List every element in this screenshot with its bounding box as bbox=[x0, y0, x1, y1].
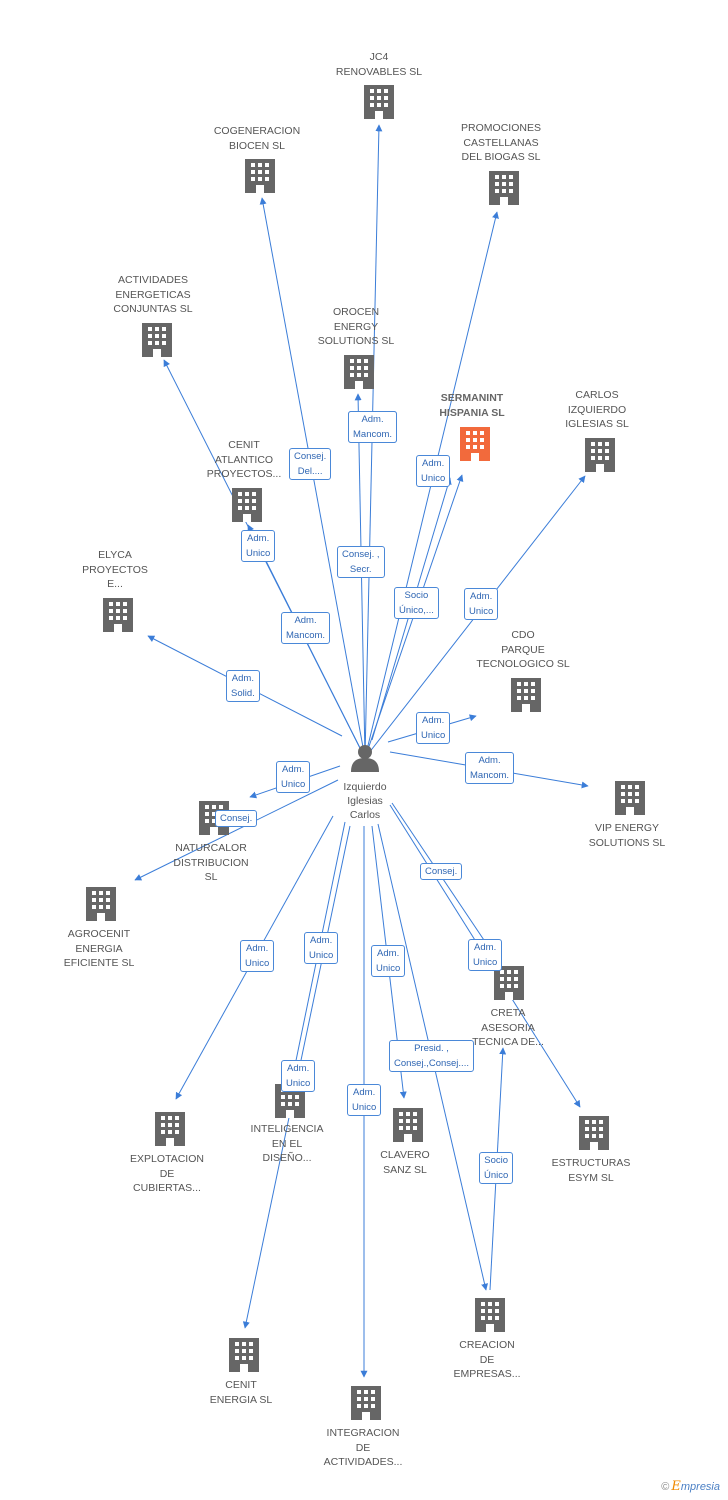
relation-label-cdo: Adm.Unico bbox=[416, 712, 451, 744]
building-icon-elyca[interactable] bbox=[103, 598, 133, 632]
relation-label-explotacion: Adm.Unico bbox=[240, 940, 275, 972]
relation-label-integracion: Adm.Unico bbox=[347, 1084, 382, 1116]
empresia-logo: ©Empresia bbox=[661, 1479, 720, 1494]
building-icon-orocen[interactable] bbox=[344, 355, 374, 389]
building-icon-estructuras[interactable] bbox=[579, 1116, 609, 1150]
person-label[interactable]: Izquierdo Iglesias Carlos bbox=[343, 781, 387, 821]
building-icon-agrocenit[interactable] bbox=[86, 887, 116, 921]
relation-label-orocen: Adm.Mancom. bbox=[348, 411, 398, 443]
building-icon-explotacion[interactable] bbox=[155, 1112, 185, 1146]
building-icon-cenit_atlantico[interactable] bbox=[232, 488, 262, 522]
building-icon-carlos[interactable] bbox=[585, 438, 615, 472]
person-icon[interactable] bbox=[351, 745, 379, 772]
relation-label-inteligencia2: Adm.Unico bbox=[281, 1060, 316, 1092]
building-icon-cdo[interactable] bbox=[511, 678, 541, 712]
building-icon-cenit_energia[interactable] bbox=[229, 1338, 259, 1372]
nodes-layer bbox=[86, 85, 645, 1420]
edge-agrocenit bbox=[134, 779, 339, 881]
relation-label-promociones: Consej. ,Secr. bbox=[337, 546, 385, 578]
relation-label-clavero: Adm.Unico bbox=[371, 945, 406, 977]
building-icon-promociones[interactable] bbox=[489, 171, 519, 205]
building-icon-creacion[interactable] bbox=[475, 1298, 505, 1332]
building-icon-actividades[interactable] bbox=[142, 323, 172, 357]
relation-label-presid: Presid. ,Consej.,Consej.... bbox=[389, 1040, 474, 1072]
relation-label-sermanint: Adm.Unico bbox=[416, 455, 451, 487]
building-icon-cogeneracion[interactable] bbox=[245, 159, 275, 193]
relation-label-creta_adm: Adm.Unico bbox=[468, 939, 503, 971]
relation-label-cogeneracion: Consej.Del.... bbox=[289, 448, 332, 480]
relation-label-elyca: Adm.Solid. bbox=[226, 670, 260, 702]
building-icon-integracion[interactable] bbox=[351, 1386, 381, 1420]
building-icon-vip[interactable] bbox=[615, 781, 645, 815]
relation-label-inteligencia: Adm.Unico bbox=[304, 932, 339, 964]
relation-label-carlos: Adm.Unico bbox=[464, 588, 499, 620]
building-icon-sermanint[interactable] bbox=[460, 427, 490, 461]
building-icon-jc4[interactable] bbox=[364, 85, 394, 119]
relation-label-creta: Consej. bbox=[420, 863, 463, 880]
relation-label-naturcalor: Adm.Unico bbox=[276, 761, 311, 793]
relation-label-agrocenit: Consej. bbox=[215, 810, 258, 827]
relation-label-actividades: Adm.Mancom. bbox=[281, 612, 331, 644]
relation-label-cenit_atlantico: Adm.Unico bbox=[241, 530, 276, 562]
relation-label-vip: Adm.Mancom. bbox=[465, 752, 515, 784]
building-icon-creta[interactable] bbox=[494, 966, 524, 1000]
building-icon-clavero[interactable] bbox=[393, 1108, 423, 1142]
